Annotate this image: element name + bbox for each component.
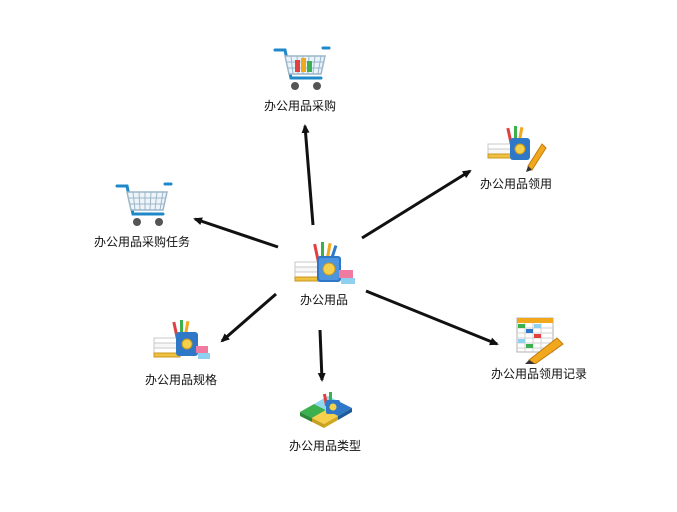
shopping-cart-icon xyxy=(273,46,331,90)
arrow-to-receive-record xyxy=(365,289,499,346)
purchase-label: 办公用品采购 xyxy=(263,99,336,113)
node-receive-record[interactable]: 办公用品领用记录 xyxy=(484,316,594,381)
node-purchase-task[interactable]: 办公用品采购任务 xyxy=(82,180,202,249)
spec-label: 办公用品规格 xyxy=(144,373,217,387)
type-label: 办公用品类型 xyxy=(288,439,361,453)
shopping-cart-icon xyxy=(115,182,173,226)
receive-label: 办公用品领用 xyxy=(479,177,552,191)
arrow-to-spec xyxy=(220,292,277,343)
node-office-supplies[interactable]: 办公用品 xyxy=(284,236,364,307)
purchase-task-label: 办公用品采购任务 xyxy=(93,235,190,249)
office-supplies-spec-icon xyxy=(153,320,210,359)
node-spec[interactable]: 办公用品规格 xyxy=(136,318,226,387)
node-purchase[interactable]: 办公用品采购 xyxy=(250,44,350,113)
center-label: 办公用品 xyxy=(299,293,348,307)
arrow-to-type xyxy=(317,329,326,382)
puzzle-supplies-icon xyxy=(300,392,352,428)
spreadsheet-pencil-icon xyxy=(516,317,564,364)
node-receive[interactable]: 办公用品领用 xyxy=(476,124,556,191)
arrow-to-receive xyxy=(361,169,472,240)
node-type[interactable]: 办公用品类型 xyxy=(280,392,370,453)
arrow-to-purchase xyxy=(301,124,315,226)
receive-record-label: 办公用品领用记录 xyxy=(490,367,587,381)
office-supplies-icon xyxy=(294,242,355,284)
arrow-to-purchase-task xyxy=(193,217,279,249)
office-supplies-receive-icon xyxy=(487,126,547,172)
